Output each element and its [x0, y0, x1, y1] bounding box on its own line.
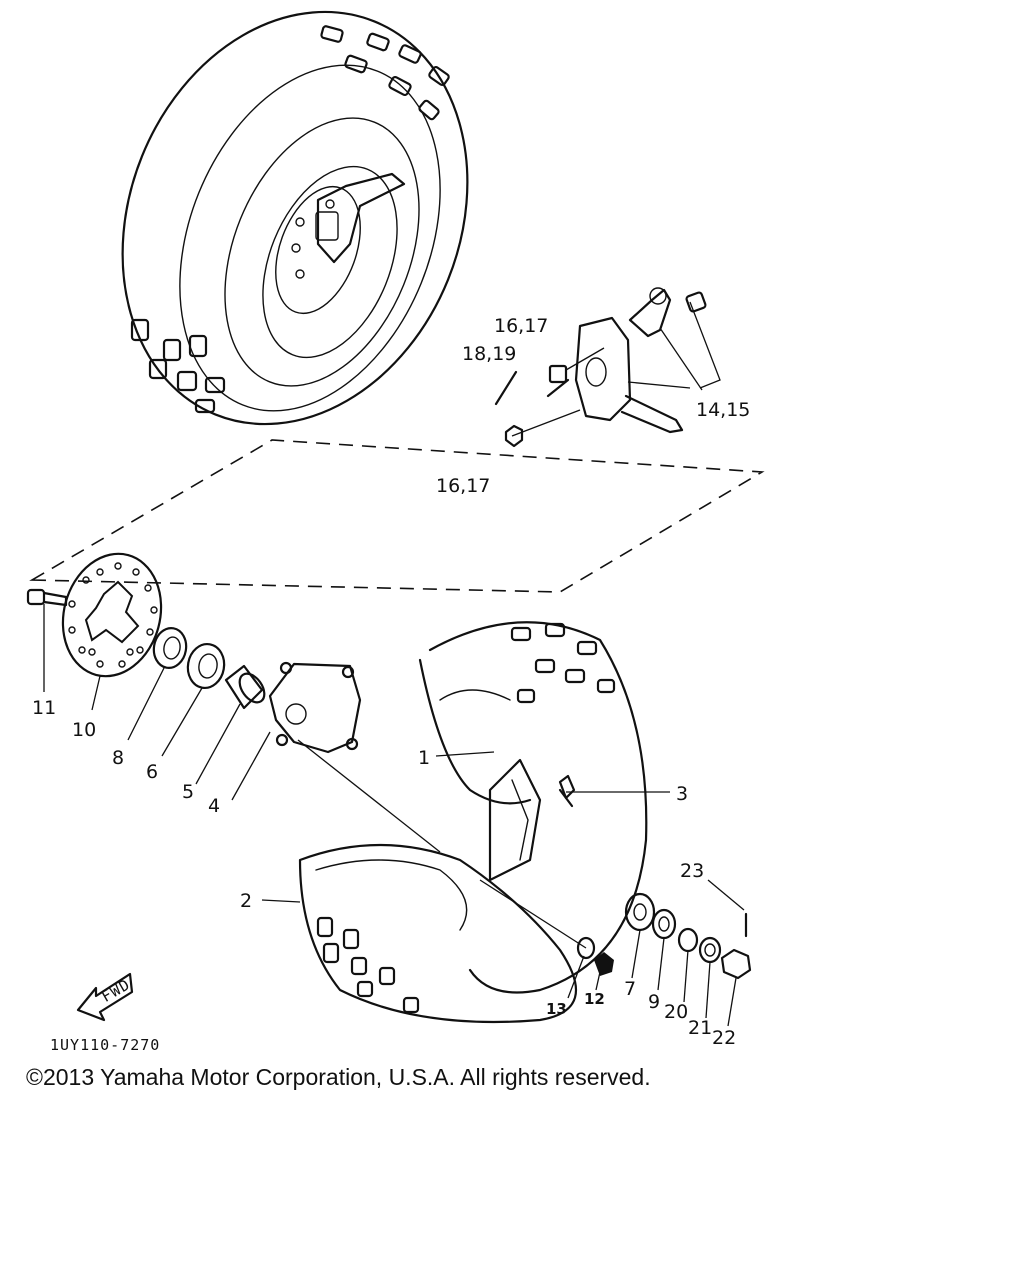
callout-numbers: 1 2 3 4 5 6 7 8 9 10 11 12 13 14,15 16,1…: [32, 315, 750, 1049]
assembled-disc-caliper: [275, 172, 406, 315]
callout-23: 23: [680, 860, 704, 882]
callout-9: 9: [648, 991, 660, 1013]
wheel-hub: [268, 661, 441, 853]
callout-4: 4: [208, 795, 220, 817]
callout-8: 8: [112, 747, 124, 769]
rim-half-inner: [298, 843, 577, 1024]
callout-1: 1: [418, 747, 430, 769]
tread-blocks-bottom: [130, 318, 226, 414]
callout-6: 6: [146, 761, 158, 783]
callout-16-17-bottom: 16,17: [436, 475, 490, 497]
bearing-front: [186, 643, 226, 689]
rim-half-outer: [418, 621, 648, 994]
leader-lines: [43, 604, 745, 1027]
axle-bearing-stack: [479, 788, 752, 980]
callout-11: 11: [32, 697, 56, 719]
drawing-code: 1UY110-7270: [50, 1036, 160, 1054]
callout-18-19: 18,19: [462, 343, 516, 365]
assembled-wheel: [121, 10, 469, 426]
callout-16-17-top: 16,17: [494, 315, 548, 337]
callout-21: 21: [688, 1017, 712, 1039]
callout-20: 20: [664, 1001, 688, 1023]
oil-seal: [152, 627, 188, 669]
callout-7: 7: [624, 978, 636, 1000]
callout-5: 5: [182, 781, 194, 803]
callout-14-15: 14,15: [696, 399, 750, 421]
fwd-arrow-icon: FWD: [76, 972, 133, 1022]
copyright-notice: ©2013 Yamaha Motor Corporation, U.S.A. A…: [26, 1064, 651, 1090]
callout-2: 2: [240, 890, 252, 912]
brake-disc: [61, 552, 163, 678]
spacer: [224, 664, 266, 710]
disc-bolt: [26, 588, 68, 607]
dashed-reference-frame: [29, 439, 765, 593]
callout-3: 3: [676, 783, 688, 805]
steering-knuckle-assembly: [494, 287, 721, 448]
tread-blocks-top: [320, 25, 450, 121]
callout-22: 22: [712, 1027, 736, 1049]
callout-13: 13: [546, 1000, 567, 1018]
callout-10: 10: [72, 719, 96, 741]
callout-12: 12: [584, 990, 605, 1008]
